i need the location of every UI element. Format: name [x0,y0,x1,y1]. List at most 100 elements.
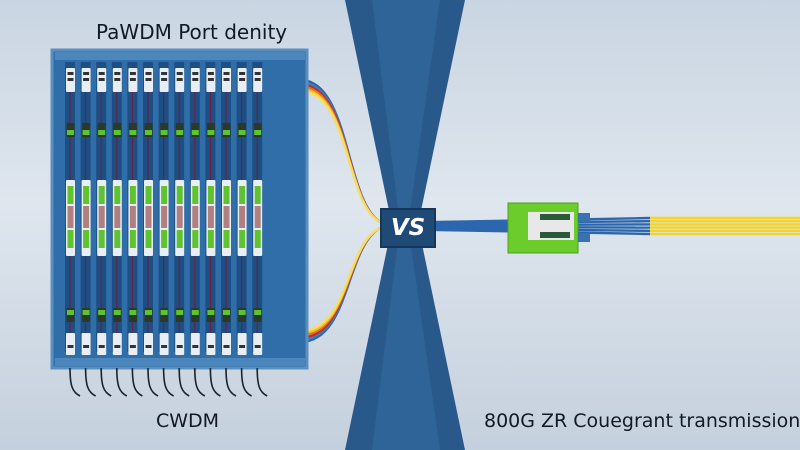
bottom-filter-led [98,310,106,315]
connector-slot [145,78,152,81]
connector-slot [67,78,74,81]
bottom-connector [144,333,153,355]
fiber-lower [299,226,381,339]
wdm-module [111,62,128,397]
wdm-module [127,62,143,397]
connector-slot [176,78,183,81]
top-filter-led [129,130,137,135]
mux-green-bottom [239,230,246,248]
bottom-connector [128,333,138,355]
connector-slot [239,78,246,81]
connector-slot [145,72,152,75]
mux-green-top [207,186,214,204]
mux-green-top [129,186,136,204]
mux-green-bottom [114,230,121,248]
mux-core [254,206,261,228]
bottom-connector [112,333,122,355]
patch-cord [84,367,96,397]
connector-slot [83,345,90,348]
bottom-filter-led [223,310,230,315]
connector-slot [239,345,246,348]
connector-slot [83,72,90,75]
connector-slot [254,78,261,81]
mux-green-top [192,186,199,204]
bottom-filter-led [82,310,90,315]
wdm-module [189,62,206,397]
fiber-upper [299,89,381,224]
coherent-transceiver-assembly [424,202,800,254]
transceiver-port [540,214,570,220]
mux-green-bottom [254,230,261,248]
top-filter-led [238,130,246,135]
mux-core [192,206,199,228]
mux-core [176,206,183,228]
mux-green-bottom [98,230,105,248]
mux-green-top [114,186,121,204]
mux-green-top [67,186,74,204]
fiber-lower [299,226,381,341]
top-filter-led [98,130,106,135]
connector-slot [114,345,121,348]
mux-green-top [239,186,246,204]
connector-slot [254,72,261,75]
mux-green-bottom [67,230,74,248]
connector-slot [192,72,199,75]
mux-core [239,206,246,228]
top-filter-led [67,130,74,135]
mux-green-bottom [192,230,199,248]
fiber-lower [299,226,381,344]
cwdm-label: CWDM [156,410,220,432]
bottom-filter-led [129,310,137,315]
connector-slot [207,78,214,81]
patch-cord [162,367,174,397]
connector-slot [223,72,230,75]
mux-core [145,206,152,228]
patch-cord [100,367,112,397]
top-filter-led [223,130,230,135]
bottom-filter-led [145,310,152,315]
mux-core [67,206,74,228]
bottom-filter-led [238,310,246,315]
connector-slot [192,78,199,81]
top-filter-led [254,130,262,135]
mux-green-top [161,186,168,204]
mux-green-bottom [161,230,168,248]
connector-slot [129,72,136,75]
connector-slot [98,78,105,81]
top-filter-led [160,130,168,135]
mux-green-bottom [207,230,214,248]
patch-cord [178,367,190,397]
lc-connector [578,233,590,242]
bottom-connector [253,333,263,355]
top-filter-led [191,130,199,135]
mux-green-top [98,186,105,204]
mux-green-top [254,186,261,204]
bottom-connector [206,333,216,355]
bottom-connector [159,333,169,355]
coherent-label: 800G ZR Couegrant transmission [484,410,800,432]
connector-slot [161,78,168,81]
bottom-connector [237,333,247,355]
patch-cord [69,367,81,397]
top-filter-led [176,130,184,135]
connector-slot [223,78,230,81]
connector-slot [207,72,214,75]
connector-slot [67,345,74,348]
mux-core [161,206,168,228]
mux-core [223,206,230,228]
top-filter-led [82,130,90,135]
transceiver-port [540,232,570,238]
bottom-filter-led [207,310,215,315]
wdm-module [65,62,81,397]
connector-slot [239,72,246,75]
connector-slot [207,345,214,348]
connector-slot [161,345,168,348]
wdm-module [252,62,268,397]
patch-cord [194,367,206,397]
connector-slot [129,345,136,348]
mux-core [98,206,105,228]
vs-badge: VS [380,208,436,248]
bottom-filter-led [160,310,168,315]
bottom-connector [222,333,231,355]
